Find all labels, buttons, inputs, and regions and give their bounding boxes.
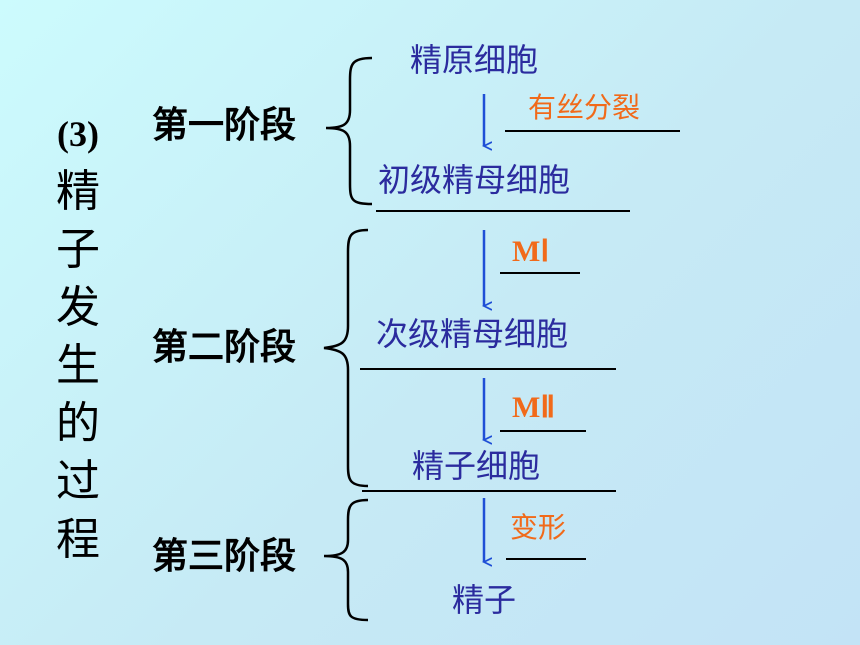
cell-primary-spermatocyte: 初级精母细胞 <box>378 161 571 199</box>
blank-line-transform <box>506 558 586 560</box>
cell-secondary-spermatocyte: 次级精母细胞 <box>376 315 569 353</box>
title-char-2: 子 <box>56 224 100 275</box>
stage-2-bracket <box>323 228 369 488</box>
blank-line-secondary <box>360 368 616 370</box>
process-transform: 变形 <box>510 511 567 544</box>
blank-line-primary <box>376 210 630 212</box>
blank-line-meiosis-1 <box>500 272 580 274</box>
stage-3-label: 第三阶段 <box>152 536 297 577</box>
stage-2-label: 第二阶段 <box>152 327 297 368</box>
title-char-7: 程 <box>56 514 100 565</box>
process-meiosis-1: MⅠ <box>512 235 550 268</box>
cell-sperm: 精子 <box>452 581 517 619</box>
stage-1-label: 第一阶段 <box>152 105 297 146</box>
blank-line-spermatid <box>362 490 616 492</box>
title-number: (3) <box>57 114 99 154</box>
stage-3-bracket <box>323 498 369 622</box>
title-char-6: 过 <box>56 456 100 507</box>
stage-1-bracket <box>325 56 373 206</box>
process-meiosis-2: MⅡ <box>512 391 556 424</box>
blank-line-mitosis <box>505 130 680 132</box>
title-char-3: 发 <box>56 282 100 333</box>
cell-spermatid: 精子细胞 <box>412 447 541 485</box>
title-char-1: 精 <box>56 166 100 217</box>
cell-spermatogonium: 精原细胞 <box>410 41 539 79</box>
blank-line-meiosis-2 <box>500 430 586 432</box>
title-char-5: 的 <box>56 398 100 449</box>
title-char-4: 生 <box>56 340 100 391</box>
process-mitosis: 有丝分裂 <box>528 91 641 124</box>
